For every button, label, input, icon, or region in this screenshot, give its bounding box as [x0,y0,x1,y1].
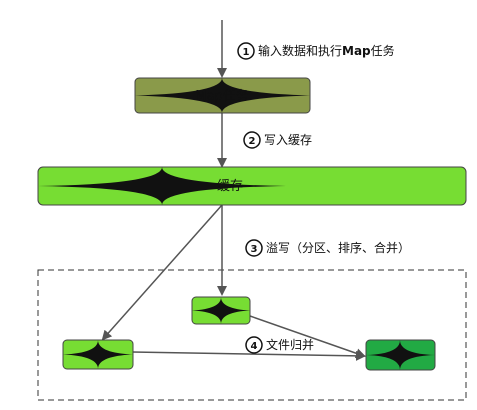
buffer-to-spill-left-arrow [101,204,223,341]
map-task-label: Map任务 [195,88,248,104]
spill-region-border [37,269,467,401]
spill-file-left [62,339,134,370]
map-task-box: Map任务 [134,77,311,114]
step-4-badge [245,336,263,354]
step-4-label: 4 文件归并 [245,336,314,354]
step-2-label: 2 写入缓存 [243,131,312,149]
step-1-badge [237,42,255,60]
buffer-box: 缓存 [37,166,467,206]
step-1-number: 1 [243,47,250,58]
merged-file [365,339,436,371]
step-4-number: 4 [251,341,258,352]
step-1-bold-text: Map [342,44,371,58]
step-1-label: 1 输入数据和执行Map任务 [237,42,395,60]
step-3-text: 溢写（分区、排序、合并） [266,240,410,255]
spill-file-center [191,296,251,325]
step-1-text: 输入数据和执行 [258,43,342,58]
step-2-number: 2 [249,136,256,147]
step-2-text: 写入缓存 [264,133,312,147]
spill-center-to-merged-arrow [249,315,366,359]
svg-text:输入数据和执行Map任务: 输入数据和执行Map任务 [258,43,395,58]
buffer-label: 缓存 [217,179,243,194]
step-1-text-after: 任务 [371,43,395,58]
step-4-text: 文件归并 [266,337,314,352]
step-3-badge [245,239,263,257]
spill-left-to-merged-arrow [131,350,366,361]
step-2-badge [243,131,261,149]
step-3-number: 3 [251,244,258,255]
step-3-label: 3 溢写（分区、排序、合并） [245,239,410,257]
